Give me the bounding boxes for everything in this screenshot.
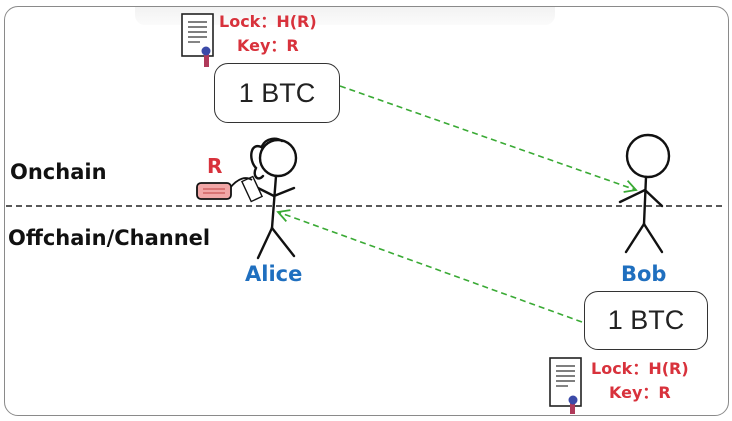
bottom-btc-amount: 1 BTC xyxy=(607,305,685,335)
document-icon xyxy=(181,13,214,67)
bob-name-label: Bob xyxy=(621,262,667,286)
top-lock-condition: Lock：H(R) xyxy=(219,12,317,31)
stick-figure-bob xyxy=(618,133,671,254)
top-btc-amount: 1 BTC xyxy=(238,77,316,108)
top-lock-key-text: Lock：H(R) Key：R xyxy=(219,10,317,58)
onchain-label: Onchain xyxy=(10,160,107,184)
top-btc-amount-box: 1 BTC xyxy=(214,63,340,123)
document-icon xyxy=(549,357,582,414)
bottom-lock-key-text: Lock：H(R) Key：R xyxy=(591,357,689,405)
top-key-condition: Key：R xyxy=(237,36,299,55)
arrow-alice-to-bob xyxy=(339,85,638,193)
alice-name-label: Alice xyxy=(245,262,303,286)
secret-r-label: R xyxy=(207,154,223,178)
bottom-key-condition: Key：R xyxy=(609,383,671,402)
diagram-frame xyxy=(4,6,729,416)
bottom-btc-amount-box: 1 BTC xyxy=(584,291,708,350)
stick-figure-alice xyxy=(240,137,298,260)
key-tag-icon xyxy=(196,177,253,200)
bottom-lock-condition: Lock：H(R) xyxy=(591,359,689,378)
arrow-bob-to-alice xyxy=(276,209,583,323)
offchain-channel-label: Offchain/Channel xyxy=(8,226,211,250)
top-bar xyxy=(135,7,555,25)
